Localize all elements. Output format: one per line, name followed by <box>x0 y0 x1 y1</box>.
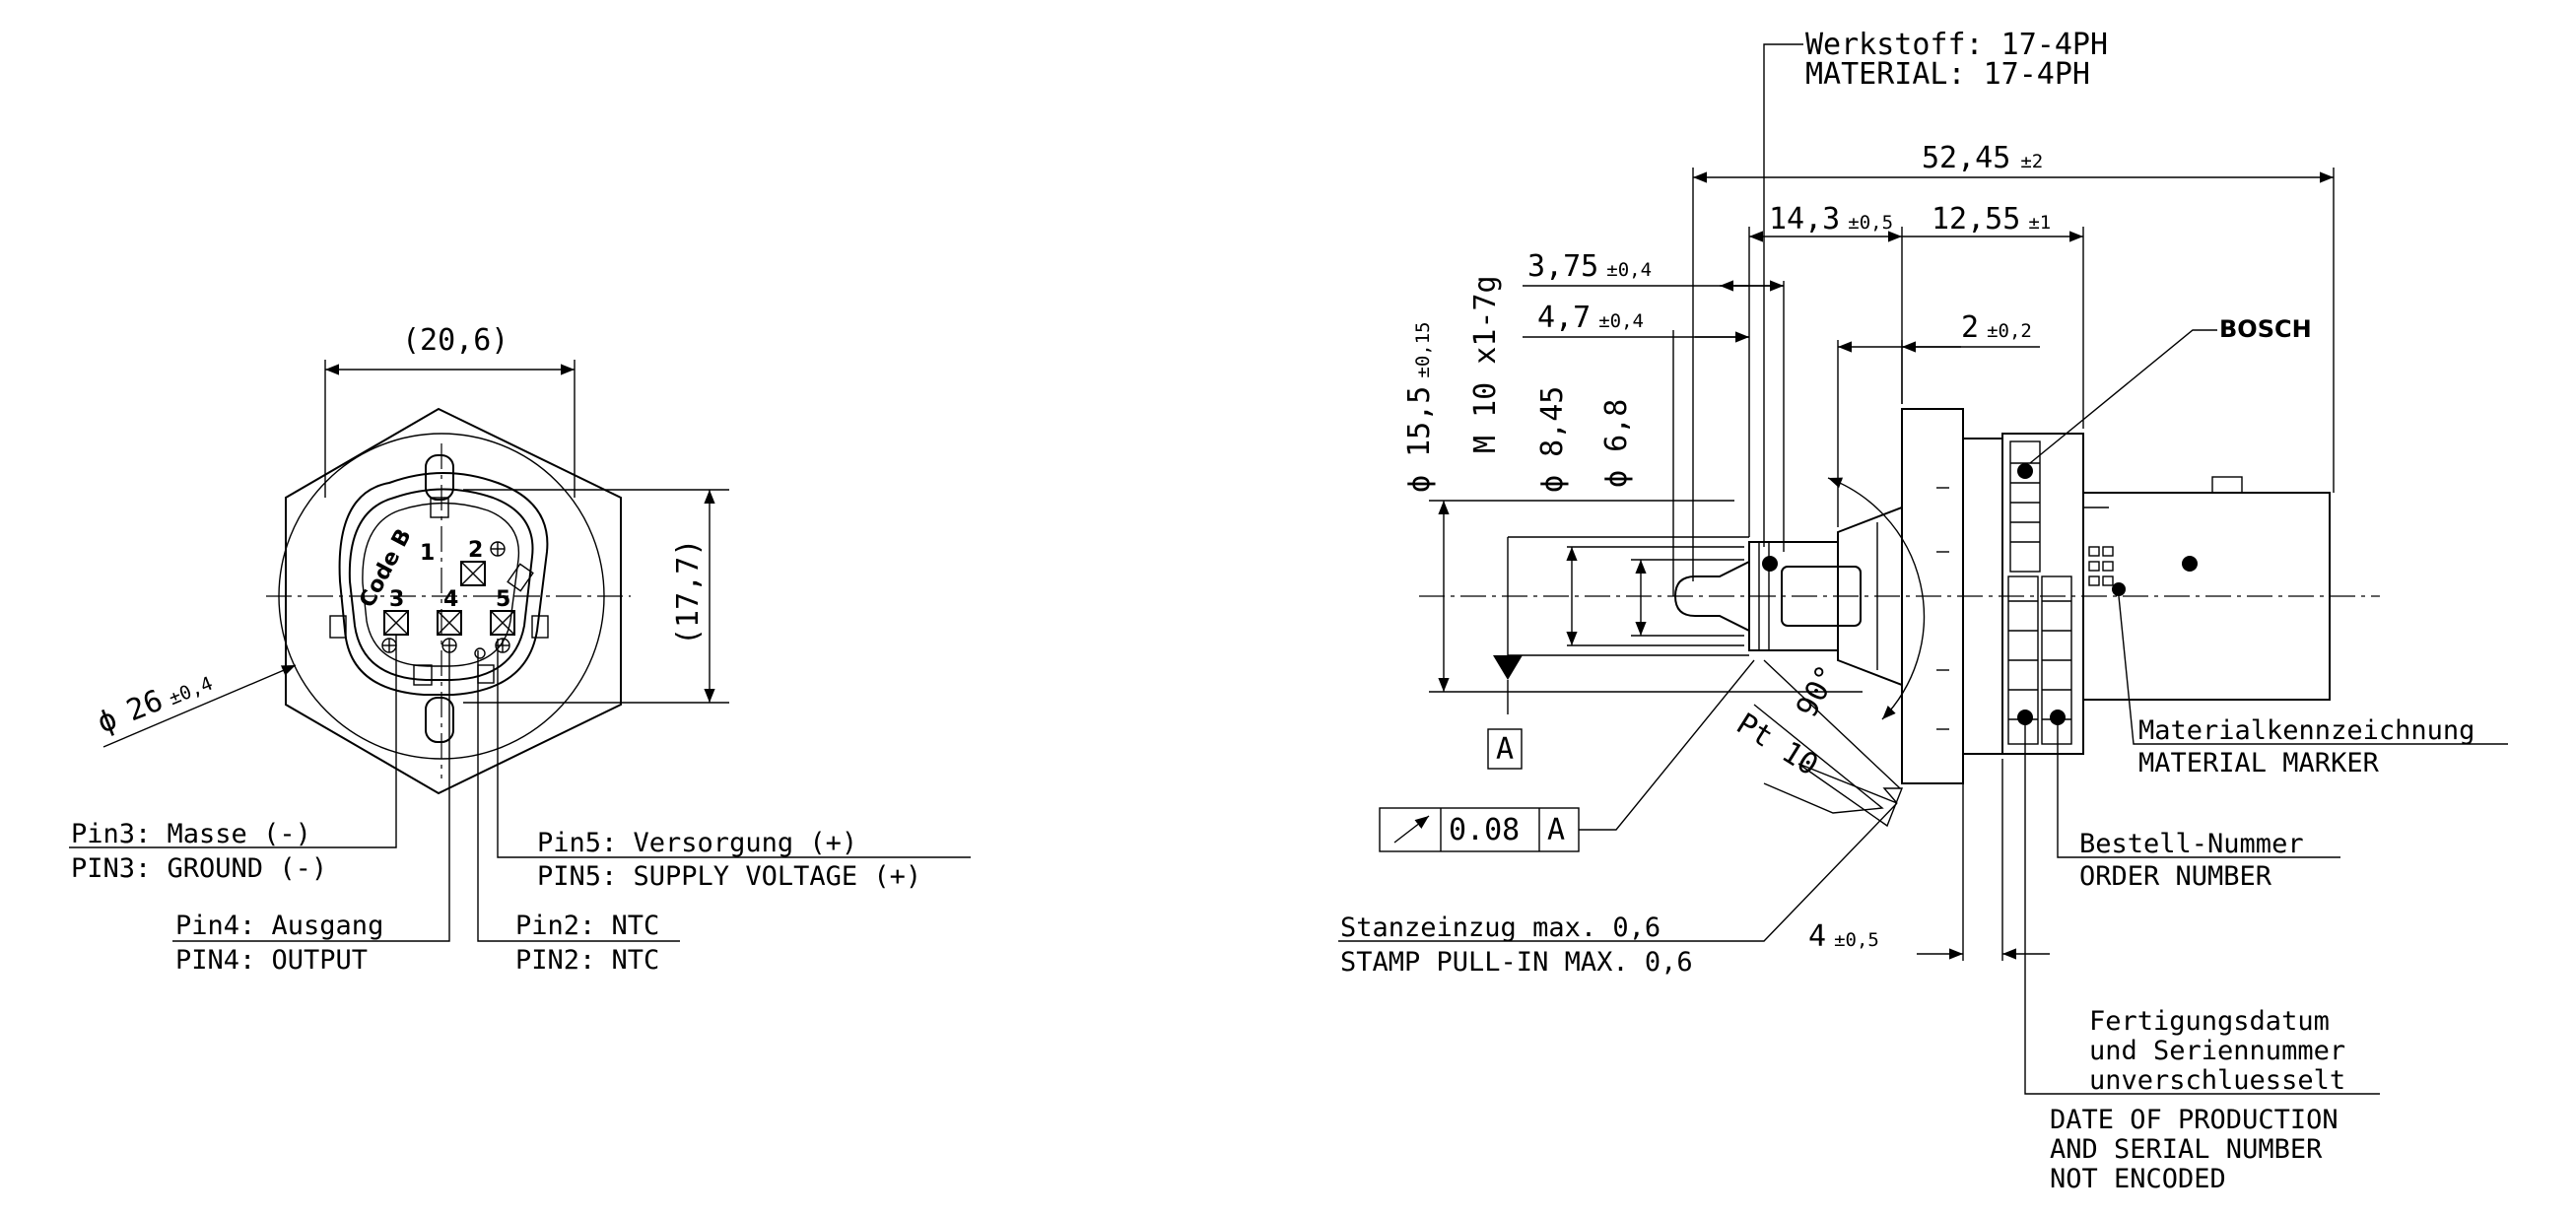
dim-3-75: 3,75 <box>1527 249 1598 284</box>
dim-diameter-6-8: ϕ 6,8 <box>1599 399 1634 488</box>
callout-pin5-en: PIN5: SUPPLY VOLTAGE (+) <box>537 861 921 892</box>
dim-diameter-tol: ±0,4 <box>166 673 216 710</box>
dim-2: 2 <box>1961 310 1979 345</box>
svg-text:4,7±0,4: 4,7 ±0,4 <box>1537 301 1644 335</box>
dim-4: 4 <box>1808 919 1826 954</box>
hex-body-outline <box>285 407 622 795</box>
svg-text:52,45±2: 52,45 ±2 <box>1922 141 2043 175</box>
callout-pin5-de: Pin5: Versorgung (+) <box>537 828 857 858</box>
svg-text:12,55±1: 12,55 ±1 <box>1932 202 2051 237</box>
pin-number-3: 3 <box>389 587 404 612</box>
callout-pin2-en: PIN2: NTC <box>515 945 659 976</box>
callout-pin4-de: Pin4: Ausgang <box>175 911 383 941</box>
dim-overall-tol: ±2 <box>2020 151 2043 172</box>
callout-date-de-line2: und Seriennummer <box>2089 1036 2345 1066</box>
dim-diameter-8-45: ϕ 8,45 <box>1535 386 1570 493</box>
pin-contact-2 <box>460 561 486 586</box>
svg-text:14,3±0,5: 14,3 ±0,5 <box>1769 202 1893 237</box>
connector-outer-outline <box>338 472 549 696</box>
dim-3-75-tol: ±0,4 <box>1606 259 1652 281</box>
pin-number-5: 5 <box>496 587 510 612</box>
tolerance-frame: 0.08 A <box>1379 659 1755 852</box>
dim-14-3-tol: ±0,5 <box>1848 212 1893 234</box>
svg-text:2±0,2: 2 ±0,2 <box>1961 310 2032 345</box>
material-label-de: Werkstoff: 17-4PH <box>1805 28 2108 62</box>
callout-date-en-line1: DATE OF PRODUCTION <box>2050 1105 2339 1135</box>
dim-12-55-tol: ±1 <box>2028 212 2051 234</box>
dim-12-55: 12,55 <box>1932 202 2020 237</box>
pin-contact-3 <box>383 610 409 636</box>
connector-code-label: Code B <box>355 525 417 612</box>
dim-thread-spec: M 10 x1-7g <box>1468 275 1503 453</box>
pin-contact-4 <box>437 610 462 636</box>
pin-contact-5 <box>490 610 515 636</box>
pin-number-4: 4 <box>443 587 458 612</box>
dim-height-label: (17,7) <box>671 539 706 645</box>
connector-housing <box>2082 492 2331 701</box>
datum-a-box <box>1487 728 1523 770</box>
dim-diameter-15-5-tol: ±0,15 <box>1412 321 1434 377</box>
pin-number-2: 2 <box>468 538 483 563</box>
dim-4-tol: ±0,5 <box>1834 929 1879 951</box>
callout-material-marker-de: Materialkennzeichnung <box>2138 715 2474 746</box>
svg-text:4±0,5: 4 ±0,5 <box>1808 919 1879 954</box>
brand-logo-text: BOSCH <box>2219 315 2312 343</box>
callout-date-en-line2: AND SERIAL NUMBER <box>2050 1134 2323 1165</box>
tolerance-datum: A <box>1547 813 1565 847</box>
callout-stamp-de: Stanzeinzug max. 0,6 <box>1340 913 1661 943</box>
dim-angle-90: 90° <box>1790 659 1845 722</box>
callout-pin2-de: Pin2: NTC <box>515 911 659 941</box>
tolerance-value: 0.08 <box>1449 813 1520 847</box>
callout-pin3-en: PIN3: GROUND (-) <box>71 853 327 884</box>
right-view: 52,45 ±2 14,3 ±0,5 12,55 ±1 3,75 ±0,4 4,7 ±0,… <box>1338 28 2508 1194</box>
callout-date-de-line3: unverschluesselt <box>2089 1065 2345 1096</box>
callout-order-number-en: ORDER NUMBER <box>2079 861 2272 892</box>
callout-pin3-de: Pin3: Masse (-) <box>71 819 311 849</box>
sensor-tip <box>1673 560 1750 633</box>
callout-stamp-en: STAMP PULL-IN MAX. 0,6 <box>1340 947 1693 978</box>
callout-pin4-en: PIN4: OUTPUT <box>175 945 368 976</box>
pin-number-1: 1 <box>420 541 435 566</box>
dim-4-7: 4,7 <box>1537 301 1591 335</box>
svg-text:3,75±0,4: 3,75 ±0,4 <box>1527 249 1652 284</box>
dim-width-label: (20,6) <box>402 323 508 358</box>
svg-text:ϕ26±0,4: ϕ26±0,4 <box>93 663 217 740</box>
dim-14-3: 14,3 <box>1769 202 1840 237</box>
datum-a-label: A <box>1496 732 1514 767</box>
small-marking-glyphs <box>2088 546 2114 586</box>
dim-4-7-tol: ±0,4 <box>1598 310 1644 332</box>
callout-date-en-line3: NOT ENCODED <box>2050 1164 2226 1194</box>
svg-text:ϕ 15,5±0,15: ϕ 15,5 ±0,15 <box>1402 321 1437 493</box>
callout-material-marker-en: MATERIAL MARKER <box>2138 748 2380 778</box>
dim-overall-length: 52,45 <box>1922 141 2010 175</box>
dim-diameter-15-5: ϕ 15,5 <box>1402 386 1437 493</box>
left-view: 1 2 3 4 5 Code B (20,6) (17,7) ϕ26±0,4 P… <box>69 323 971 976</box>
material-label-en: MATERIAL: 17-4PH <box>1805 57 2090 92</box>
dim-2-tol: ±0,2 <box>1987 320 2032 342</box>
callout-order-number-de: Bestell-Nummer <box>2079 829 2304 859</box>
callout-date-de-line1: Fertigungsdatum <box>2089 1006 2330 1037</box>
dim-diameter-symbol: ϕ <box>93 702 122 740</box>
